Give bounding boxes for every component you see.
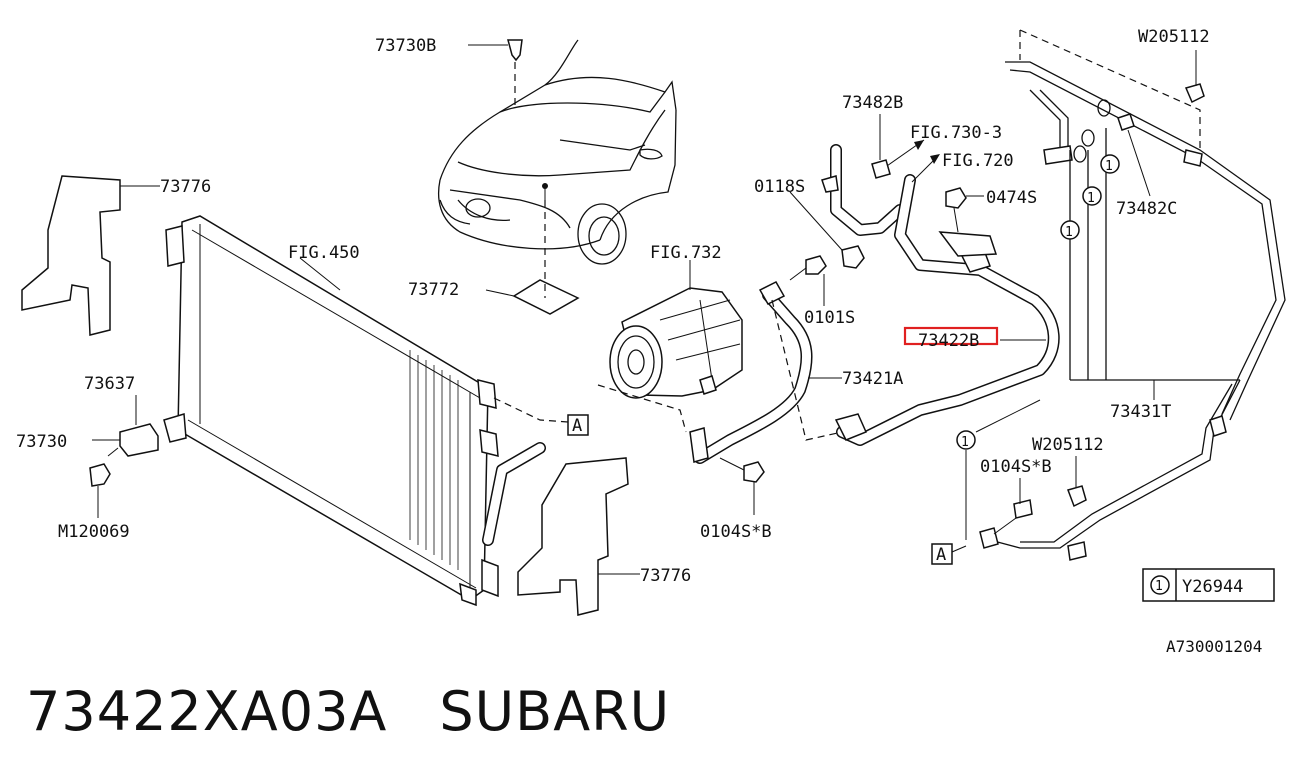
label-0101s: 0101S bbox=[804, 308, 855, 328]
bolt-0474s bbox=[945, 187, 984, 233]
circle-markers bbox=[956, 154, 1120, 540]
label-73482c: 73482C bbox=[1116, 199, 1177, 219]
dash-compressor bbox=[597, 384, 687, 433]
vehicle-outline bbox=[437, 39, 677, 265]
figure-code: A730001204 bbox=[1166, 637, 1262, 656]
label-m120069: M120069 bbox=[58, 522, 130, 542]
label-fig450: FIG.450 bbox=[288, 243, 360, 263]
label-0104sb-right: 0104S*B bbox=[980, 457, 1052, 477]
legend-part: Y26944 bbox=[1182, 577, 1243, 597]
circle-1-c: 1 bbox=[1065, 225, 1073, 240]
label-73637: 73637 bbox=[84, 374, 135, 394]
dash-hose bbox=[771, 299, 843, 441]
bracket-73637 bbox=[89, 395, 159, 518]
legend-box bbox=[1142, 568, 1275, 602]
air-guide-bottom bbox=[517, 457, 640, 616]
label-73772: 73772 bbox=[408, 280, 459, 300]
ref-a-left: A bbox=[572, 416, 582, 436]
circle-1-b: 1 bbox=[1087, 191, 1095, 206]
ref-a-right-box bbox=[931, 543, 953, 565]
bolt-0104sb-right bbox=[993, 478, 1033, 535]
label-73776-bottom: 73776 bbox=[640, 566, 691, 586]
clip-w205112-mid bbox=[1067, 456, 1087, 508]
label-73730: 73730 bbox=[16, 432, 67, 452]
caption-brand: SUBARU bbox=[439, 680, 671, 743]
label-73431t: 73431T bbox=[1110, 402, 1171, 422]
label-73421a: 73421A bbox=[842, 369, 903, 389]
label-w205112-top: W205112 bbox=[1138, 27, 1210, 47]
clip-73730b bbox=[468, 39, 523, 110]
label-0118s: 0118S bbox=[754, 177, 805, 197]
legend-mark: 1 bbox=[1155, 579, 1163, 594]
bolt-0101s bbox=[789, 255, 827, 306]
pipe-73431t bbox=[979, 29, 1286, 561]
label-73776-top: 73776 bbox=[160, 177, 211, 197]
pad-73772 bbox=[485, 200, 580, 315]
compressor bbox=[609, 260, 743, 399]
dash-to-a bbox=[493, 397, 569, 423]
ref-a-right-lead bbox=[951, 545, 967, 553]
circle-1-a: 1 bbox=[1105, 159, 1113, 174]
label-w205112-mid: W205112 bbox=[1032, 435, 1104, 455]
label-0104sb-left: 0104S*B bbox=[700, 522, 772, 542]
ref-a-left-box bbox=[567, 414, 589, 436]
parts-diagram: 73730B 73776 FIG.450 73772 bbox=[16, 27, 1286, 656]
bolt-0104sb-left bbox=[719, 457, 765, 515]
label-fig720: FIG.720 bbox=[942, 151, 1014, 171]
condenser bbox=[163, 215, 499, 607]
caption: 73422XA03A SUBARU bbox=[26, 680, 722, 743]
label-0474s: 0474S bbox=[986, 188, 1037, 208]
label-fig732: FIG.732 bbox=[650, 243, 722, 263]
circle-1-d: 1 bbox=[961, 435, 969, 450]
bolt-0118s bbox=[789, 175, 865, 269]
clip-w205112-top bbox=[1184, 50, 1205, 104]
caption-part-number: 73422XA03A bbox=[26, 680, 388, 743]
air-guide-top bbox=[21, 175, 160, 336]
ref-a-right: A bbox=[936, 545, 946, 565]
label-73482b: 73482B bbox=[842, 93, 903, 113]
label-fig730-3: FIG.730-3 bbox=[910, 123, 1002, 143]
label-73730b: 73730B bbox=[375, 36, 436, 56]
highlight-box bbox=[903, 326, 999, 346]
fig-arrows bbox=[871, 114, 940, 183]
label-73422b: 73422B bbox=[918, 331, 979, 351]
